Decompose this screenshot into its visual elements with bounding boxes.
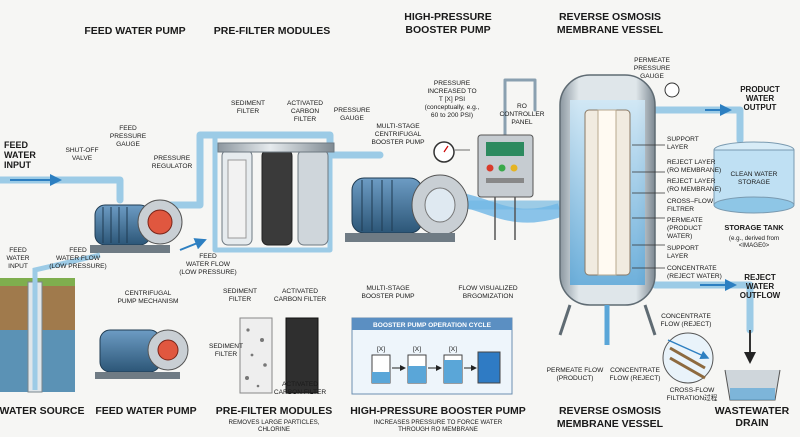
label-booster-cycle: BOOSTER PUMP OPERATION CYCLE: [373, 322, 492, 329]
label-permeate-flow: PERMEATE FLOW(PRODUCT): [547, 367, 604, 382]
water-source-well: [0, 252, 101, 393]
caption-pre-filter-note: REMOVES LARGE PARTICLES,CHLORINE: [229, 419, 320, 433]
feed-water-pump-illustration: [90, 199, 183, 253]
caption-ro-2: MEMBRANE VESSEL: [557, 418, 664, 430]
crossflow-zoom: [662, 332, 714, 384]
caption-feed-water-pump: FEED WATER PUMP: [95, 405, 196, 417]
label-storage-tank: STORAGE TANK: [724, 223, 784, 232]
header-feed-water-pump: FEED WATER PUMP: [84, 25, 185, 37]
booster-cycle-panel: [351, 317, 513, 395]
wastewater-drain: [724, 330, 781, 401]
header-booster-2: BOOSTER PUMP: [405, 24, 490, 36]
header-booster-1: HIGH-PRESSURE: [404, 11, 492, 23]
cycle-x-2: [X]: [413, 346, 421, 353]
header-pre-filter: PRE-FILTER MODULES: [214, 25, 330, 37]
label-reject-layer-1: REJECT LAYER(RO MEMBRANE): [667, 159, 721, 174]
ro-membrane-vessel: [558, 74, 680, 345]
label-reject-layer-2: REJECT LAYER(RO MEMBRANE): [667, 178, 721, 193]
caption-water-source: WATER SOURCE: [0, 405, 84, 417]
cycle-x-1: [X]: [377, 346, 385, 353]
label-concentrate-reject: CONCENTRATE(REJECT WATER): [667, 265, 722, 280]
cycle-x-3: [X]: [449, 346, 457, 353]
storage-tank: [713, 141, 795, 214]
ro-controller-panel: [477, 134, 534, 240]
caption-pre-filter-modules: PRE-FILTER MODULES: [216, 405, 332, 417]
label-storage-tank-note: (e.g., derived from<IMAGE0>: [729, 235, 779, 249]
booster-pump-illustration: [345, 141, 469, 242]
pre-filter-housings: [217, 142, 335, 246]
filter-closeups: [239, 317, 319, 394]
header-ro-1: REVERSE OSMOSIS: [559, 11, 661, 23]
caption-ro-1: REVERSE OSMOSIS: [559, 405, 661, 417]
flow-arrows: [10, 104, 737, 291]
caption-booster: HIGH-PRESSURE BOOSTER PUMP: [350, 405, 526, 417]
header-ro-2: MEMBRANE VESSEL: [557, 24, 664, 36]
feed-water-pump-detail: [95, 329, 189, 379]
leader-lines: [455, 144, 665, 269]
